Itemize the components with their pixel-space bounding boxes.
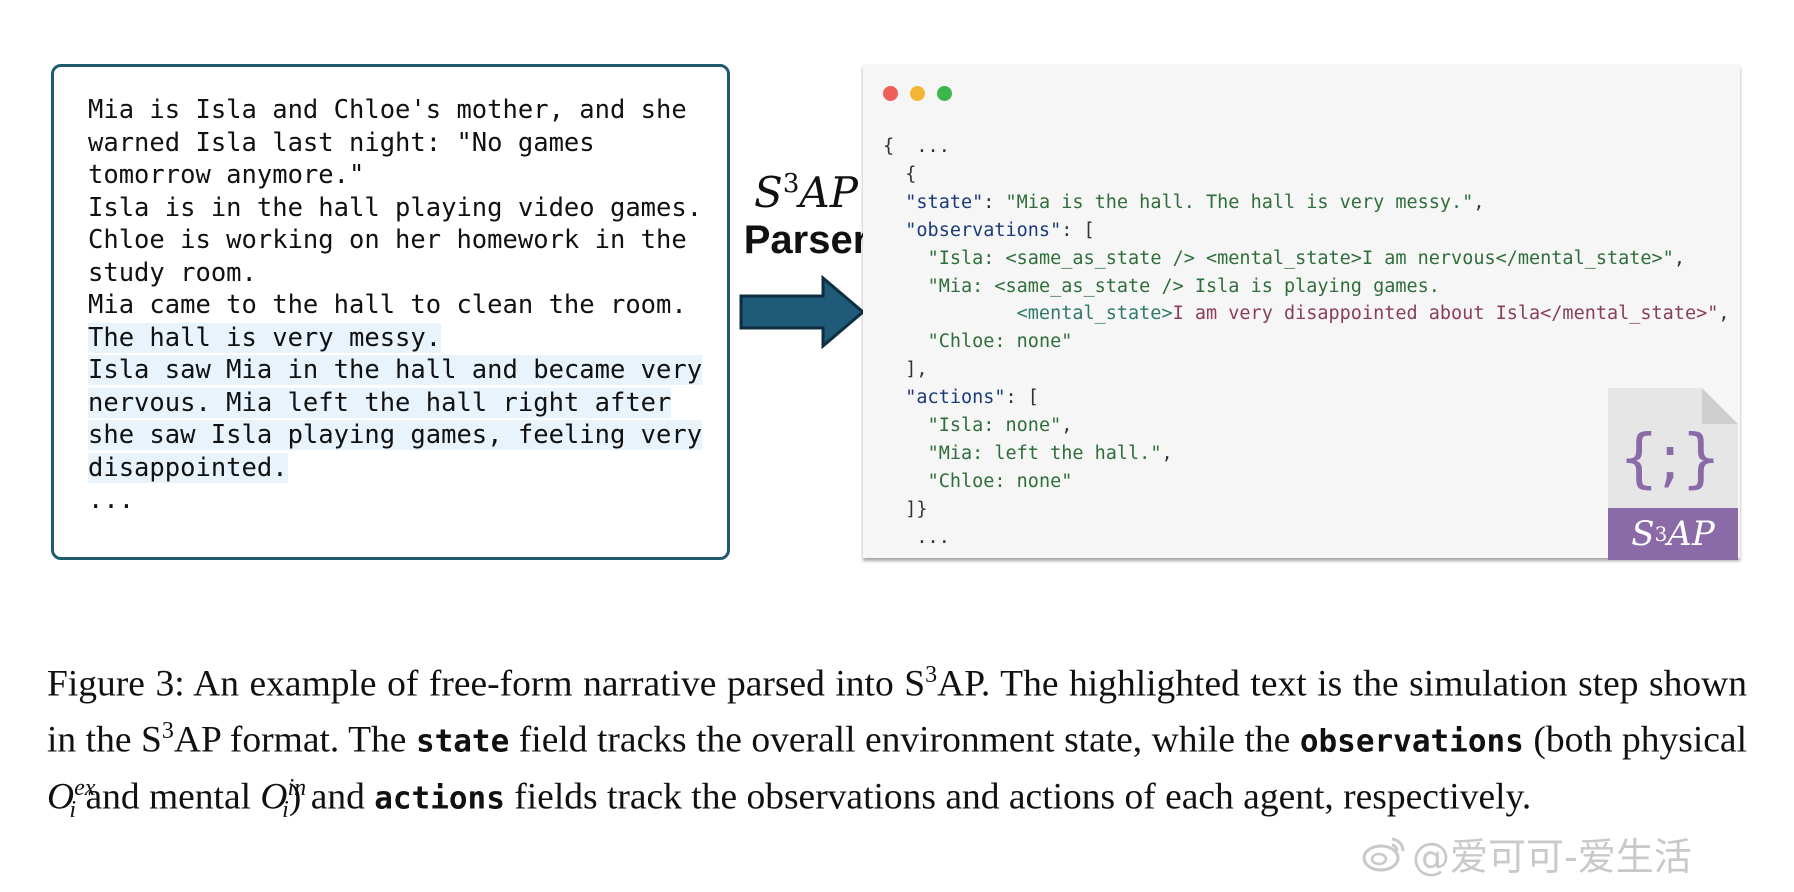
- watermark-text: @爱可可-爱生活: [1412, 835, 1692, 879]
- window-controls: [883, 86, 952, 101]
- json-code: { ... { "state": "Mia is the hall. The h…: [883, 136, 1730, 548]
- narrative-line: Chloe is working on her homework in the: [88, 225, 687, 255]
- weibo-logo-icon: [1362, 837, 1405, 871]
- parser-title: S3AP: [754, 168, 858, 217]
- narrative-line: Isla saw Mia in the hall and became very: [88, 355, 703, 385]
- arrow-right-icon: [739, 274, 866, 350]
- narrative-line: disappointed.: [88, 452, 288, 483]
- maximize-dot: [937, 86, 952, 101]
- narrative-line: Isla is in the hall playing video games.: [88, 192, 703, 223]
- figure-caption: Figure 3: An example of free-form narrat…: [47, 662, 1747, 823]
- parser-word: Parser: [743, 218, 869, 262]
- narrative-line: Mia is Isla and Chloe's mother, and she: [88, 95, 687, 125]
- watermark: @爱可可-爱生活: [1362, 826, 1692, 881]
- braces-symbol: {;}: [1619, 422, 1722, 496]
- narrative-line: tomorrow anymore.": [88, 160, 365, 190]
- json-file-icon: {;}: [1608, 388, 1738, 560]
- narrative-line: study room.: [88, 257, 257, 288]
- narrative-line: ...: [88, 485, 135, 515]
- narrative-line: nervous. Mia left the hall right after: [88, 387, 672, 418]
- narrative-line: The hall is very messy.: [88, 322, 442, 353]
- narrative-line: warned Isla last night: "No games: [88, 127, 595, 158]
- narrative-line: Mia came to the hall to clean the room.: [88, 290, 687, 320]
- minimize-dot: [910, 86, 925, 101]
- narrative-line: she saw Isla playing games, feeling very: [88, 420, 703, 450]
- close-dot: [883, 86, 898, 101]
- code-window: { ... { "state": "Mia is the hall. The h…: [863, 64, 1740, 558]
- parser-label: S3AP Parser: [733, 160, 879, 263]
